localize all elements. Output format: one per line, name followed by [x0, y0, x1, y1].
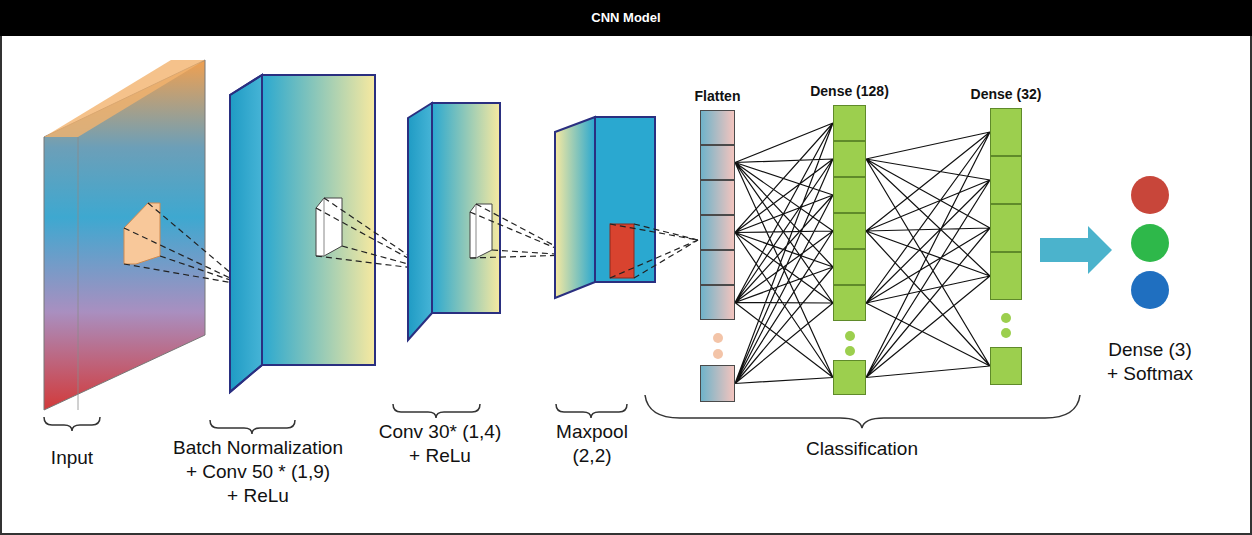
column-heading: Dense (32)	[971, 86, 1042, 102]
neuron-cell	[700, 215, 735, 250]
layer-label: Input	[27, 446, 117, 470]
input-slab	[44, 60, 245, 410]
label-line: Dense (3)	[1055, 338, 1245, 362]
neuron-cell	[990, 156, 1022, 204]
ellipsis-dot	[1001, 313, 1011, 323]
ellipsis-dot	[845, 346, 855, 356]
neuron-cell	[700, 180, 735, 215]
maxpool-block	[555, 117, 698, 298]
label-line: Maxpool (2,2)	[546, 420, 638, 468]
layer-column: Dense (128)	[833, 105, 866, 395]
neuron-cell	[700, 365, 735, 402]
neuron-cell	[833, 249, 866, 285]
layer-column: Dense (32)	[990, 108, 1022, 385]
label-line: + ReLu	[350, 444, 530, 468]
neuron-cell	[990, 108, 1022, 156]
class-circle	[1131, 271, 1169, 309]
ellipsis-dot	[845, 331, 855, 341]
neuron-cell	[833, 285, 866, 321]
dense-connection	[735, 123, 833, 384]
label-line: Batch Normalization	[133, 436, 383, 460]
label-line: + Conv 50 * (1,9)	[133, 460, 383, 484]
neuron-cell	[833, 105, 866, 141]
neuron-cell	[700, 250, 735, 285]
neuron-cell	[990, 204, 1022, 252]
dense-connection	[866, 132, 990, 378]
label-line: Input	[27, 446, 117, 470]
output-arrow	[1040, 226, 1112, 274]
label-line: + ReLu	[133, 484, 383, 508]
ellipsis-dot	[713, 333, 723, 343]
title: CNN Model	[0, 0, 1252, 36]
column-heading: Flatten	[695, 88, 741, 104]
neuron-cell	[833, 213, 866, 249]
neuron-cell	[833, 141, 866, 177]
neuron-cell	[990, 347, 1022, 385]
class-circle	[1131, 176, 1169, 214]
neuron-cell	[833, 177, 866, 213]
neuron-cell	[833, 360, 866, 395]
label-line: Conv 30* (1,4)	[350, 420, 530, 444]
conv-block	[408, 103, 572, 340]
ellipsis-dot	[1001, 328, 1011, 338]
layer-label: Conv 30* (1,4) + ReLu	[350, 420, 530, 468]
neuron-cell	[700, 285, 735, 320]
neuron-cell	[700, 145, 735, 180]
neuron-cell	[990, 252, 1022, 300]
layer-label: Batch Normalization + Conv 50 * (1,9) + …	[133, 436, 383, 508]
neuron-cell	[700, 110, 735, 145]
title-bar: CNN Model	[0, 0, 1252, 36]
layer-column: Flatten	[700, 110, 735, 402]
layer-label: Dense (3) + Softmax	[1055, 338, 1245, 386]
conv-block	[230, 75, 430, 392]
layer-label: Maxpool (2,2)	[546, 420, 638, 468]
label-line: Classification	[752, 437, 972, 461]
class-circle	[1131, 224, 1169, 262]
ellipsis-dot	[713, 349, 723, 359]
layer-label: Classification	[752, 437, 972, 461]
column-heading: Dense (128)	[810, 83, 889, 99]
label-line: + Softmax	[1055, 362, 1245, 386]
